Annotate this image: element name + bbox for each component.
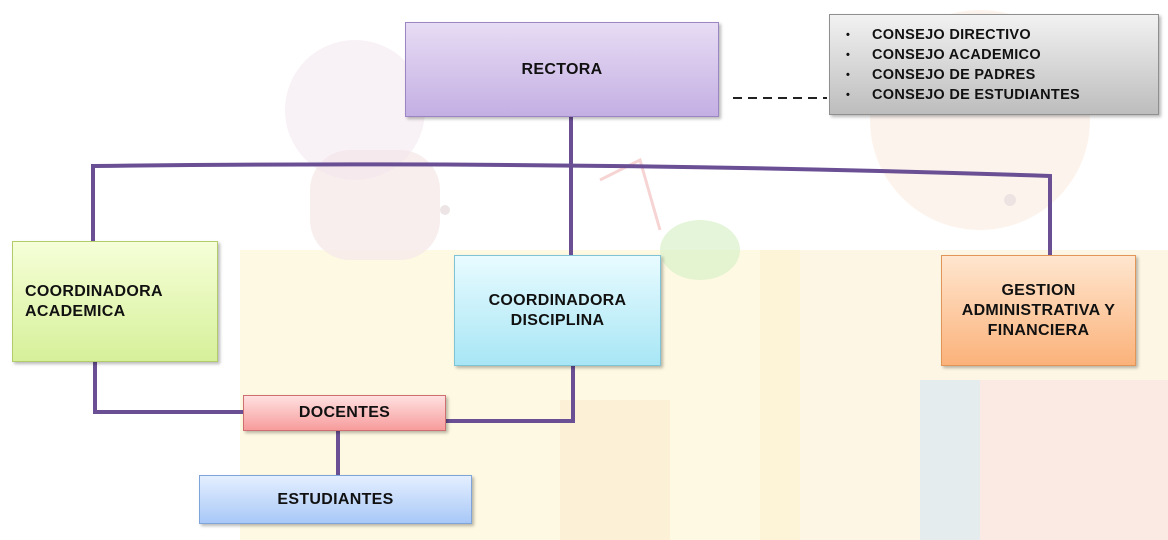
node-coordinadora-academica-label: COORDINADORA ACADEMICA [25, 282, 163, 320]
node-coordinadora-disciplina: COORDINADORA DISCIPLINA [454, 255, 661, 366]
consejo-directivo: CONSEJO DIRECTIVO [846, 25, 1080, 45]
node-gestion-administrativa-label: GESTION ADMINISTRATIVA Y FINANCIERA [961, 281, 1116, 339]
node-consejos: CONSEJO DIRECTIVO CONSEJO ACADEMICO CONS… [829, 14, 1159, 115]
connectors [91, 117, 1052, 475]
consejo-de-estudiantes: CONSEJO DE ESTUDIANTES [846, 85, 1080, 105]
consejo-de-padres: CONSEJO DE PADRES [846, 65, 1080, 85]
node-docentes: DOCENTES [243, 395, 446, 431]
consejo-academico: CONSEJO ACADEMICO [846, 45, 1080, 65]
consejos-list: CONSEJO DIRECTIVO CONSEJO ACADEMICO CONS… [830, 25, 1080, 105]
connector-disciplina-to-docentes [446, 366, 575, 423]
node-estudiantes-label: ESTUDIANTES [277, 490, 394, 508]
connector-main-bar [91, 162, 1052, 255]
node-estudiantes: ESTUDIANTES [199, 475, 472, 524]
node-rectora: RECTORA [405, 22, 719, 117]
node-rectora-label: RECTORA [521, 60, 603, 78]
node-coordinadora-disciplina-label: COORDINADORA DISCIPLINA [488, 291, 627, 329]
node-coordinadora-academica: COORDINADORA ACADEMICA [12, 241, 218, 362]
node-gestion-administrativa: GESTION ADMINISTRATIVA Y FINANCIERA [941, 255, 1136, 366]
node-docentes-label: DOCENTES [298, 404, 391, 421]
connector-academica-to-docentes [93, 362, 243, 414]
